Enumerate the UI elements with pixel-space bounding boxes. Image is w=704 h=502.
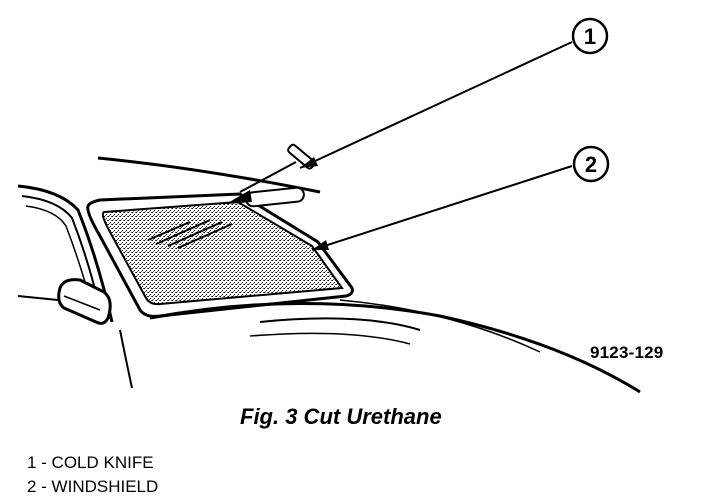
figure-code: 9123-129: [590, 343, 664, 362]
figure-caption: Fig. 3 Cut Urethane: [240, 404, 442, 429]
windshield-glass: [101, 200, 344, 306]
legend-item: 2 - WINDSHIELD: [27, 477, 159, 496]
hood-line: [149, 302, 641, 394]
callout-1-leader: [299, 41, 573, 169]
hood-crease-2: [249, 332, 411, 345]
door-line: [17, 295, 59, 301]
hood-crease-3: [339, 299, 541, 353]
legend: 1 - COLD KNIFE 2 - WINDSHIELD: [27, 451, 158, 499]
cold-knife-tool: [226, 143, 316, 208]
a-pillar: [17, 184, 114, 323]
side-mirror: [57, 278, 112, 325]
callout-2-number: 2: [585, 152, 597, 177]
hood-crease-1: [259, 317, 421, 331]
windshield-illustration: 1 2: [17, 17, 641, 394]
glass-reflection: [147, 219, 233, 249]
legend-item: 1 - COLD KNIFE: [27, 453, 154, 472]
callout-2-leader: [311, 165, 573, 251]
callout-2: 2: [572, 145, 610, 183]
callout-1-number: 1: [584, 24, 596, 49]
roof-line: [97, 156, 321, 194]
callout-1-arrowhead: [300, 157, 318, 168]
cowl-line: [119, 329, 133, 389]
windshield-frame: [86, 192, 354, 318]
callout-2-arrowhead: [312, 240, 329, 250]
callout-1: 1: [571, 17, 609, 55]
